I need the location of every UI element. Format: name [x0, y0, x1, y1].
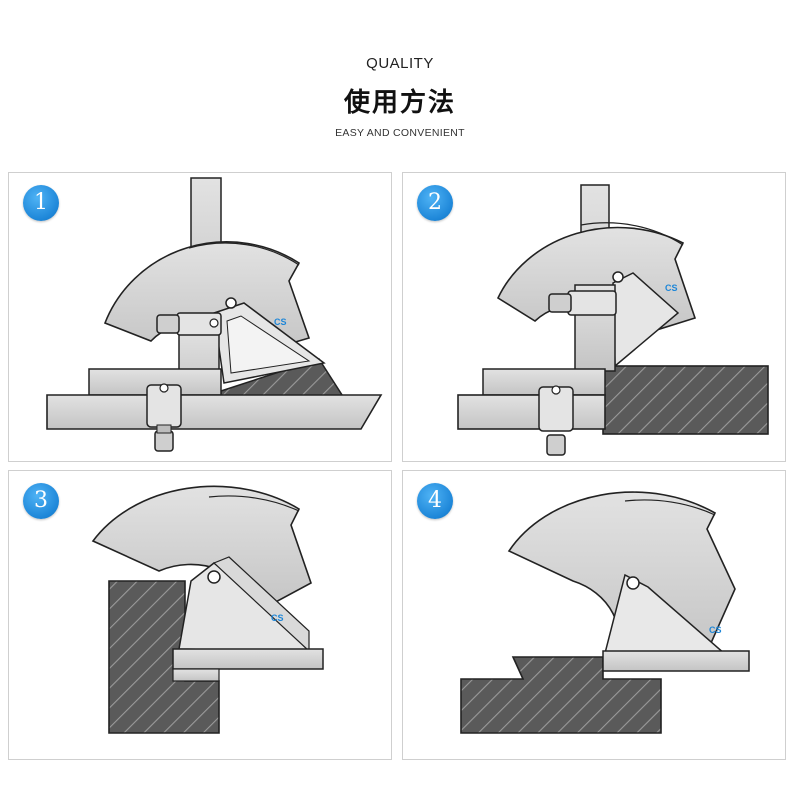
step-panel-2: CS 2: [402, 172, 786, 462]
step-badge-3: 3: [23, 483, 59, 519]
brand-logo: CS: [271, 613, 284, 623]
step-badge-1: 1: [23, 185, 59, 221]
brand-logo: CS: [274, 317, 287, 327]
brand-logo: CS: [709, 625, 722, 635]
quality-label: QUALITY: [366, 55, 434, 72]
header: QUALITY 使用方法 EASY AND CONVENIENT: [0, 0, 800, 160]
step-1-illustration: CS: [46, 177, 383, 452]
step-panel-1: CS 1: [8, 172, 392, 462]
step-panel-3: CS 3: [8, 470, 392, 760]
protractor-arc: [91, 485, 312, 613]
page-title: 使用方法: [343, 88, 456, 118]
step-badge-2: 2: [417, 185, 453, 221]
step-4-illustration: CS: [460, 491, 750, 734]
subtitle: EASY AND CONVENIENT: [335, 127, 465, 139]
step-panel-4: CS 4: [402, 470, 786, 760]
step-badge-4: 4: [417, 483, 453, 519]
step-2-illustration: CS: [457, 184, 769, 456]
brand-logo: CS: [665, 283, 678, 293]
step-3-illustration: CS: [91, 485, 324, 734]
